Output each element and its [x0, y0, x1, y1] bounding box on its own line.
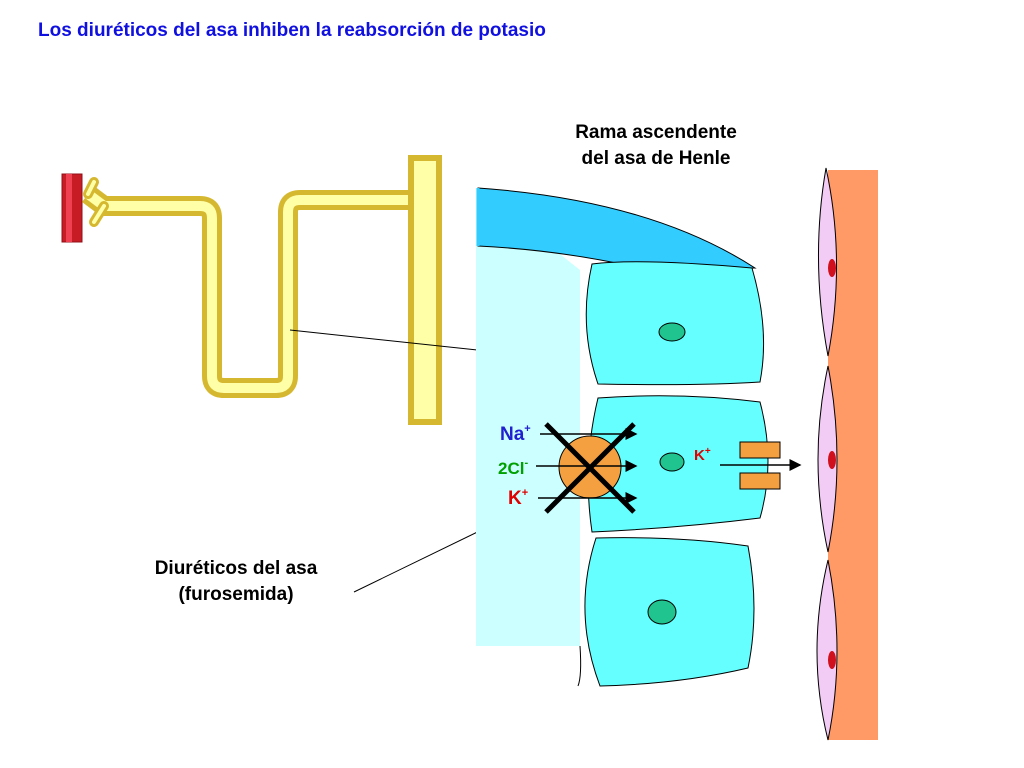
henle-label-line1: Rama ascendente [575, 122, 737, 143]
tubule-lumen [476, 187, 757, 646]
channel-subunit-top [739, 441, 781, 459]
nephron-tubule [82, 186, 418, 398]
henle-label-line2: del asa de Henle [581, 148, 731, 169]
peritubular-capillary [816, 167, 878, 741]
lumen-apical-surface [477, 187, 757, 269]
endothelial-cell [817, 365, 838, 553]
cell-nucleus [658, 322, 686, 342]
loop-diuretics-label: Diuréticos del asa (furosemida) [128, 556, 344, 608]
endothelial-cell [816, 559, 838, 741]
k-ion-label-apical: K+ [508, 487, 528, 509]
cell-nucleus [647, 599, 677, 625]
diuretics-label-line1: Diuréticos del asa [154, 558, 318, 579]
cell-nucleus [659, 452, 685, 472]
red-blood-cell [828, 651, 836, 669]
henle-limb-label: Rama ascendente del asa de Henle [546, 120, 766, 172]
channel-subunit-bottom [739, 472, 781, 490]
pointer-line-diuretics [353, 521, 499, 593]
red-blood-cell [828, 259, 836, 277]
collecting-duct [408, 155, 442, 425]
potassium-channel [720, 441, 802, 490]
na-ion-label: Na+ [500, 423, 531, 445]
block-cross-line [544, 422, 636, 514]
k-ion-label-basolateral: K+ [694, 446, 711, 464]
diuretics-label-line2: (furosemida) [178, 584, 294, 605]
endothelial-cell [818, 167, 837, 357]
red-blood-cell [828, 451, 836, 469]
cl-ion-label: 2Cl- [498, 457, 528, 478]
nkcc2-transporter [536, 422, 638, 514]
slide-title: Los diuréticos del asa inhiben la reabso… [38, 20, 546, 41]
nephron-schematic [61, 155, 442, 425]
